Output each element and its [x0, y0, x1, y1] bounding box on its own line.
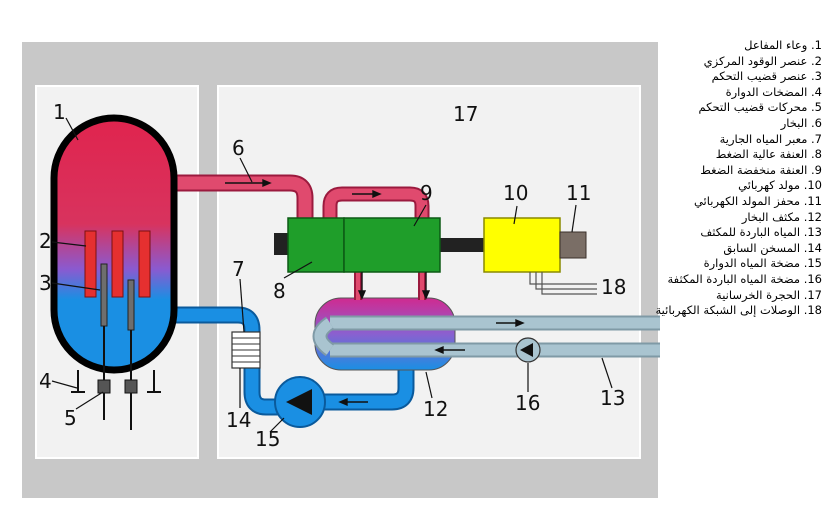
- legend-item: 1. وعاء المفاعل: [744, 38, 822, 52]
- label-10: 10: [503, 181, 528, 205]
- label-6: 6: [232, 136, 245, 160]
- high-pressure-turbine: [287, 217, 345, 273]
- grid-connection-lines: [529, 272, 597, 295]
- label-2: 2: [39, 229, 52, 253]
- control-rod-drives: [97, 379, 138, 394]
- label-16: 16: [515, 391, 540, 415]
- leader-lines: [51, 117, 613, 433]
- generator-exciter: [559, 231, 587, 259]
- legend-item: 14. المسخن السابق: [723, 240, 822, 255]
- legend-item: 18. الوصلات إلى الشبكة الكهربائية: [655, 303, 822, 318]
- legend-item: 10. مولد كهربائي: [738, 178, 822, 193]
- fuel-elements: [84, 230, 151, 298]
- legend-item: 9. العنفة منخفضة الضغط: [700, 162, 822, 177]
- legend-item: 6. البخار: [780, 115, 822, 130]
- label-5: 5: [64, 406, 77, 430]
- turbine-shaft: [440, 238, 485, 252]
- legend-item: 16. مضخة المياه الباردة المكثفة: [667, 271, 822, 286]
- label-15: 15: [255, 427, 280, 451]
- label-1: 1: [53, 100, 66, 124]
- label-11: 11: [566, 181, 591, 205]
- low-pressure-turbine: [343, 217, 441, 273]
- legend-item: 12. مكثف البخار: [741, 209, 822, 224]
- reactor-diagram: 1 2 3 4 5 6 7 8 9 10 11 12 13 14 15 16 1…: [22, 42, 771, 498]
- legend-item: 4. المضخات الدوارة: [725, 84, 822, 99]
- legend-item: 2. عنصر الوقود المركزي: [703, 53, 822, 68]
- electric-generator: [483, 217, 561, 273]
- steam-condenser: [314, 297, 456, 371]
- label-13: 13: [600, 386, 625, 410]
- flow-arrows: [225, 178, 525, 407]
- legend-item: 15. مضخة المياه الدوارة: [703, 256, 822, 271]
- label-14: 14: [226, 408, 251, 432]
- label-9: 9: [420, 181, 433, 205]
- legend-item: 11. محفز المولد الكهربائي: [693, 193, 822, 208]
- legend: 1. وعاء المفاعل 2. عنصر الوقود المركزي 3…: [622, 38, 822, 319]
- legend-item: 5. محركات قضيب التحكم: [698, 100, 822, 115]
- recirculation-pumps: [71, 370, 161, 393]
- label-12: 12: [423, 397, 448, 421]
- label-17: 17: [453, 102, 478, 126]
- legend-item: 17. الحجرة الخرسانية: [716, 287, 822, 302]
- label-3: 3: [39, 271, 52, 295]
- legend-item: 13. المياه الباردة للمكثف: [700, 225, 822, 240]
- legend-item: 7. معبر المياه الجارية: [719, 131, 822, 146]
- legend-item: 3. عنصر قضيب التحكم: [711, 69, 822, 84]
- legend-item: 8. العنفة عالية الضغط: [715, 147, 822, 162]
- label-7: 7: [232, 257, 245, 281]
- label-4: 4: [39, 369, 52, 393]
- label-8: 8: [273, 279, 286, 303]
- preheater: [231, 331, 261, 369]
- label-18-grid: 18: [601, 275, 626, 299]
